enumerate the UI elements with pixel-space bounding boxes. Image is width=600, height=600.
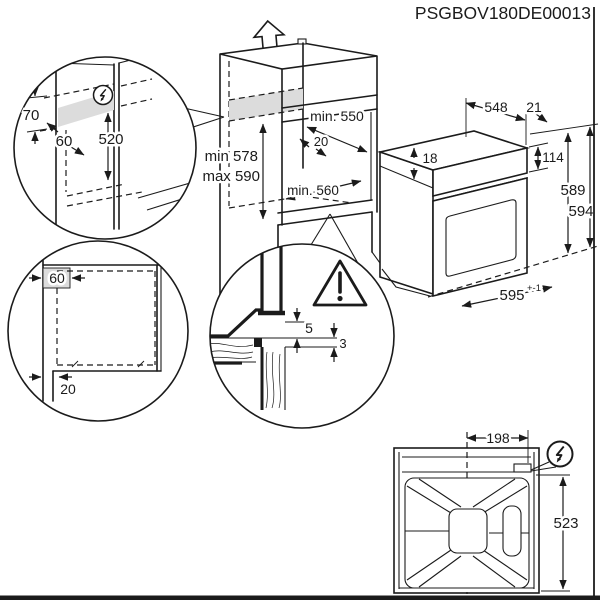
dim-height-front: 594: [568, 203, 593, 220]
zone-width-box: [43, 268, 70, 288]
oven-door-window: [445, 199, 517, 277]
dim-front-gap: 5: [305, 320, 313, 336]
doc-code: PSGBOV180DE00013: [415, 3, 591, 23]
oven-drawing: 548 21 18 114 589 594 595 +-1: [377, 97, 599, 308]
cabinet-dimensions: min. 550 20 min 578 max 590 min. 560: [200, 106, 368, 220]
warning-triangle-icon: [312, 259, 368, 307]
back-panel-bracing: [404, 477, 530, 589]
oven-back-view: 198 523: [393, 428, 581, 594]
cabinet-corner-tab: [297, 38, 307, 45]
dim-height-rear: 589: [560, 182, 585, 199]
oven-control-panel: [432, 146, 528, 198]
dim-niche-height-max: max 590: [202, 168, 260, 185]
oven-dimensions: 548 21 18 114 589 594 595 +-1: [410, 97, 599, 308]
dim-rear-gap: 20: [314, 134, 328, 149]
dim-niche-depth-top: min. 550: [310, 108, 364, 124]
detail-electrical-zone: 70 60 520: [13, 56, 197, 240]
oven-plinth: [381, 268, 431, 297]
cabinet-plinth-edge: [371, 251, 381, 277]
detail-front-view: 60 20: [7, 240, 189, 422]
power-supply-icon: [92, 84, 114, 106]
oven-door: [432, 176, 528, 298]
dim-panel-overlap: 3: [339, 336, 346, 351]
dim-zone-width: 60: [49, 270, 65, 286]
page-frame: [0, 7, 600, 600]
dim-niche-height-min: min 578: [205, 148, 258, 165]
dim-cable-drop: 523: [553, 515, 578, 532]
back-panel-pocket: [502, 505, 522, 557]
dim-zone-depth: 60: [56, 133, 73, 150]
dim-top-clearance: 18: [422, 151, 437, 166]
dim-shelf-setback: 20: [60, 381, 76, 397]
oven-side-panel: [379, 150, 434, 296]
dim-zone-height: 70: [23, 107, 40, 124]
dim-front-offset: 21: [526, 99, 542, 115]
dim-terminal-offset: 198: [486, 430, 510, 446]
dim-oven-depth: 548: [484, 99, 508, 115]
terminal-box: [513, 463, 532, 473]
dim-oven-width-tolerance: +-1: [527, 283, 541, 294]
dim-height-below-zone: 520: [98, 131, 123, 148]
dim-oven-width: 595: [499, 287, 524, 304]
detail-section-view: 5 3: [209, 243, 395, 429]
cabinet-top-face: [219, 42, 378, 70]
electrical-zone-strip: [229, 88, 303, 121]
power-supply-icon: [546, 440, 574, 468]
dim-niche-depth-bottom: min. 560: [287, 183, 339, 198]
wood-grain: [265, 351, 281, 409]
dim-panel-height: 114: [542, 150, 564, 165]
